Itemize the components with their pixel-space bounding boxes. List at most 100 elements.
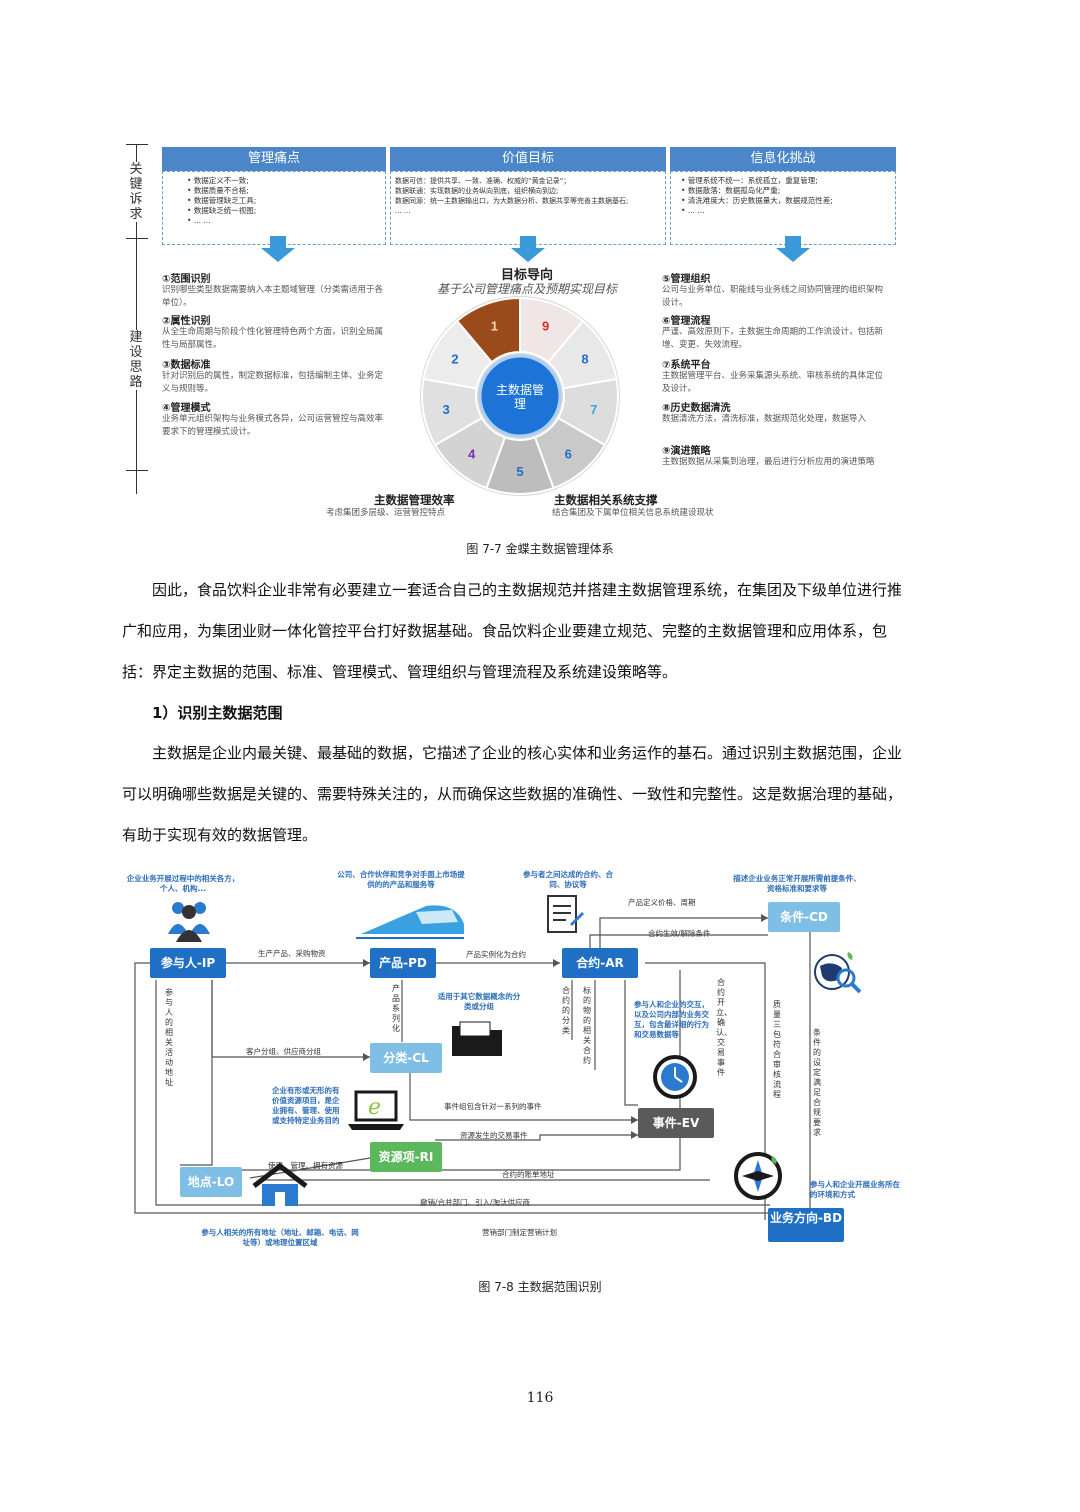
- laptop-icon: e: [348, 1090, 404, 1130]
- figure-7-8: 参与人-IP 产品-PD 合约-AR 条件-CD 分类-CL 事件-EV 资源项…: [120, 860, 910, 1260]
- annotation-ri: 企业有形或无形的有价值资源项目，是企业拥有、管理、使用或支持特定业务目的: [272, 1086, 340, 1125]
- list-item: 清洗难度大：历史数据量大，数据规范性差;: [681, 196, 887, 206]
- node-participant-ip: 参与人-IP: [150, 948, 226, 978]
- paragraph: 主数据是企业内最关键、最基础的数据，它描述了企业的核心实体和业务运作的基石。通过…: [122, 744, 903, 844]
- wheel-segment-label: 4: [468, 446, 476, 461]
- side-axis-line: [136, 144, 137, 494]
- wheel-segment-label: 7: [590, 402, 597, 417]
- house-icon: [252, 1162, 308, 1206]
- system-support-subtitle: 结合集团及下属单位相关信息系统建设现状: [552, 508, 714, 518]
- column-it-challenges: 信息化挑战 管理系统不统一：系统孤立，重复管理; 数据散落：数据孤岛化严重; 清…: [670, 147, 896, 245]
- list-item: 数据联通：实现数据的业务纵向到底，组织横向到边;: [395, 187, 559, 195]
- wheel-segment-label: 9: [542, 319, 549, 334]
- column-pain-points: 管理痛点 数据定义不一致; 数据质量不合格; 数据管理缺乏工具; 数据缺乏统一视…: [162, 147, 386, 245]
- side-tick: [126, 144, 148, 145]
- item-desc: 严谨、高效原则下，主数据生命周期的工作流设计，包括新增、变更、失效流程。: [662, 327, 884, 350]
- list-item: ... ...: [395, 207, 411, 215]
- edge-label: 客户分组、供应商分组: [246, 1047, 321, 1056]
- side-label-key-demands: 关键诉求: [125, 162, 147, 222]
- edge-label: 撤销/合并部门、引入/淘汰供应商: [420, 1198, 531, 1207]
- section-heading: 1）识别主数据范围: [152, 704, 283, 722]
- node-business-direction-bd: 业务方向-BD: [768, 1208, 844, 1242]
- list-item: ... ...: [681, 206, 887, 216]
- annotation-ar: 参与者之间达成的合约、合同、协议等: [523, 870, 613, 889]
- node-event-ev: 事件-EV: [638, 1108, 714, 1138]
- edge-label: 营销部门制定营销计划: [482, 1228, 557, 1237]
- node-condition-cd: 条件-CD: [768, 902, 840, 932]
- side-label-construction: 建设思路: [125, 330, 147, 390]
- edge-label-vertical: 条件的设定满足合规要求: [813, 1028, 821, 1137]
- list-item: 管理系统不统一：系统孤立，重复管理;: [681, 176, 887, 186]
- down-arrow-icon: [511, 236, 545, 262]
- item-title: ②属性识别: [162, 316, 211, 327]
- list-item: ... ...: [187, 216, 377, 226]
- figure-caption: 图 7-7 金蝶主数据管理体系: [466, 542, 614, 556]
- list-item: 数据管理缺乏工具;: [187, 196, 377, 206]
- node-contract-ar: 合约-AR: [562, 948, 638, 978]
- folder-icon: [452, 1021, 502, 1056]
- item-desc: 从全生命周期与阶段个性化管理特色两个方面，识别全局属性与局部属性。: [162, 327, 384, 350]
- annotation-ip: 企业业务开展过程中的相关各方，个人、机构...: [126, 874, 240, 893]
- item-desc: 识别哪些类型数据需要纳入本主题域管理（分类需适用于各单位）。: [162, 285, 384, 308]
- side-tick: [126, 470, 148, 471]
- paragraph: 因此，食品饮料企业非常有必要建立一套适合自己的主数据规范并搭建主数据管理系统，在…: [122, 581, 903, 681]
- edge-label-vertical: 标的物的相关合约: [583, 986, 591, 1065]
- edge-label: 生产产品、采购物资: [258, 949, 326, 958]
- edge-label: 产品实例化为合约: [466, 950, 526, 959]
- item-desc: 业务单元组织架构与业务模式各异，公司运营管控与高效率要求下的管理模式设计。: [162, 414, 384, 437]
- edge-label-vertical: 合约的分类: [562, 986, 570, 1035]
- item-title: ①范围识别: [162, 274, 211, 285]
- down-arrow-icon: [261, 236, 295, 262]
- edge-label: 事件组包含针对一系列的事件: [444, 1102, 542, 1111]
- item-desc: 公司与业务单位、职能线与业务线之间协同管理的组织架构设计。: [662, 285, 884, 308]
- train-icon: [356, 905, 464, 939]
- list-item: 数据定义不一致;: [187, 176, 377, 186]
- node-resource-ri: 资源项-RI: [370, 1142, 442, 1172]
- node-category-cl: 分类-CL: [370, 1043, 442, 1073]
- figure-caption: 图 7-8 主数据范围识别: [478, 1280, 602, 1294]
- wheel-segment-label: 6: [565, 446, 572, 461]
- efficiency-subtitle: 考虑集团多层级、运营管控特点: [326, 508, 446, 518]
- globe-search-icon: [814, 952, 862, 994]
- people-icon: [168, 902, 210, 942]
- wheel-segment-label: 1: [491, 319, 498, 334]
- edge-label-vertical: 质量三包符合审核流程: [773, 1000, 781, 1099]
- item-desc: 主数据数据从采集到治理，最后进行分析应用的演进策略: [662, 457, 875, 467]
- wheel-segment-label: 8: [581, 352, 588, 367]
- edge-label: 资源发生的交易事件: [460, 1131, 528, 1140]
- edge-label: 合约的账单地址: [502, 1170, 555, 1179]
- efficiency-title: 主数据管理效率: [374, 493, 455, 507]
- edge-label-vertical: 合约开立、确认、交易事件: [716, 978, 732, 1077]
- item-desc: 主数据管理平台、业务采集源头系统、审核系统的具体定位及设计。: [662, 371, 884, 394]
- wheel-center-label: 主数据管理: [496, 382, 544, 411]
- edge-label-vertical: 产品系列化: [392, 984, 400, 1033]
- column-body: 数据可信：提供共享、一致、准确、权威的“黄金记录”； 数据联通：实现数据的业务纵…: [390, 171, 666, 245]
- annotation-bd: 参与人和企业开展业务所在的环境和方式: [810, 1180, 900, 1199]
- goal-title: 目标导向: [500, 268, 553, 283]
- list-item: 数据同源：统一主数据输出口，为大数据分析、数据共享等完善主数据基石;: [395, 197, 629, 205]
- edge-label: 使用、管理、拥有资源: [268, 1161, 343, 1170]
- list-item: 数据散落：数据孤岛化严重;: [681, 186, 887, 196]
- wheel-segment: [422, 319, 494, 390]
- system-support-title: 主数据相关系统支撑: [554, 493, 658, 507]
- node-location-lo: 地点-LO: [180, 1167, 242, 1197]
- svg-text:e: e: [368, 1095, 381, 1120]
- page-number: 116: [526, 1390, 554, 1406]
- compass-icon: [734, 1152, 782, 1200]
- contract-icon: [547, 895, 584, 933]
- annotation-cd: 描述企业业务正常开展所需前提条件、资格标准和要求等: [733, 874, 861, 893]
- clock-icon: [653, 1055, 697, 1099]
- down-arrow-icon: [776, 236, 810, 262]
- item-title: ⑧历史数据清洗: [662, 403, 731, 414]
- item-title: ⑤管理组织: [662, 274, 711, 285]
- column-body: 管理系统不统一：系统孤立，重复管理; 数据散落：数据孤岛化严重; 清洗难度大：历…: [670, 171, 896, 245]
- wheel-center: [478, 354, 562, 438]
- edge-label-vertical: 参与人的相关活动地址: [165, 988, 173, 1087]
- figure-7-7: 关键诉求 建设思路 管理痛点 数据定义不一致; 数据质量不合格; 数据管理缺乏工…: [120, 140, 910, 525]
- item-title: ⑨演进策略: [662, 446, 711, 457]
- item-desc: 数据清洗方法，清洗标准，数据规范化处理，数据导入: [662, 414, 867, 424]
- wheel-segment-label: 2: [451, 352, 458, 367]
- wheel-segment-label: 5: [516, 464, 523, 479]
- edge-label: 合约生效/解除条件: [648, 929, 711, 938]
